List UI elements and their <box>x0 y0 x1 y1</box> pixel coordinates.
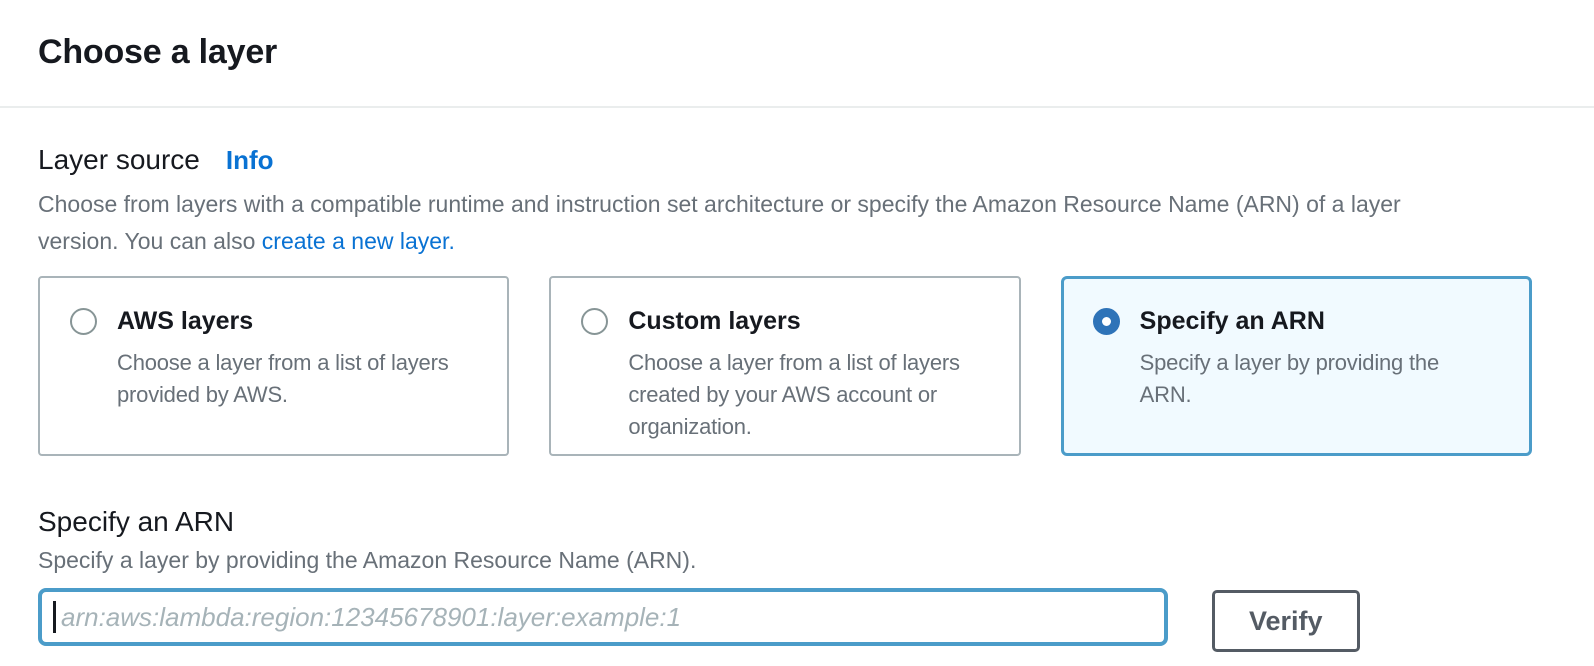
radio-button-custom-layers[interactable] <box>581 308 609 335</box>
description-line-2: version. You can also create a new layer… <box>38 223 1532 260</box>
layer-source-card-specify-arn[interactable]: Specify an ARN Specify a layer by provid… <box>1060 276 1532 456</box>
specify-arn-label: Specify an ARN <box>38 506 235 537</box>
specify-arn-description: Specify a layer by providing the Amazon … <box>38 547 697 573</box>
radio-button-specify-arn[interactable] <box>1092 308 1120 335</box>
layer-source-options: AWS layers Choose a layer from a list of… <box>38 276 1532 456</box>
page-title: Choose a layer <box>38 33 278 71</box>
choose-layer-form: Layer source Info Choose from layers wit… <box>0 144 1594 652</box>
description-line-2-text: version. You can also <box>38 228 262 254</box>
layer-source-label: Layer source <box>38 144 200 175</box>
card-description: Choose a layer from a list of layers pro… <box>117 350 449 407</box>
layer-source-description: Choose from layers with a compatible run… <box>38 186 1532 260</box>
page-header: Choose a layer <box>0 0 1594 108</box>
card-title: Custom layers <box>628 307 801 335</box>
arn-input[interactable] <box>38 588 1168 646</box>
card-description: Choose a layer from a list of layers cre… <box>628 350 960 439</box>
description-line-1: Choose from layers with a compatible run… <box>38 191 1401 217</box>
create-new-layer-link[interactable]: create a new layer. <box>261 228 455 254</box>
radio-button-aws-layers[interactable] <box>70 308 97 335</box>
layer-source-card-custom-layers[interactable]: Custom layers Choose a layer from a list… <box>549 276 1021 456</box>
card-description: Specify a layer by providing the ARN. <box>1139 350 1440 407</box>
arn-input-wrap <box>38 588 1168 646</box>
layer-source-card-aws-layers[interactable]: AWS layers Choose a layer from a list of… <box>38 276 510 456</box>
card-title: Specify an ARN <box>1139 307 1325 335</box>
layer-source-label-row: Layer source Info <box>38 144 1532 176</box>
arn-input-row: Verify <box>38 588 1532 652</box>
text-caret <box>53 601 56 633</box>
card-title: AWS layers <box>117 307 254 335</box>
info-link[interactable]: Info <box>225 145 274 175</box>
verify-button[interactable]: Verify <box>1212 590 1360 652</box>
